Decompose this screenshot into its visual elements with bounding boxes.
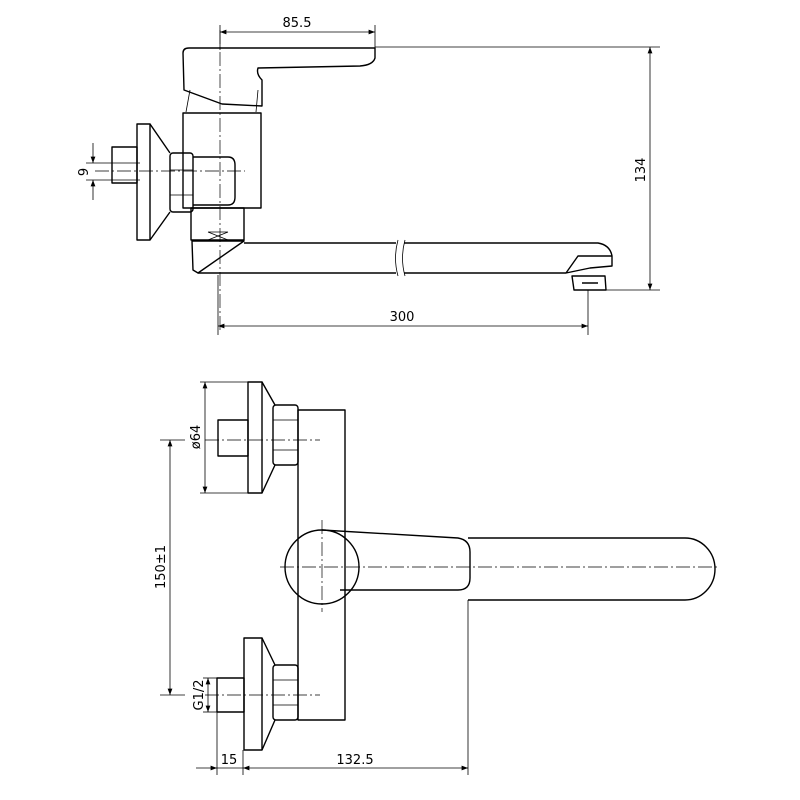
break-line bbox=[395, 239, 406, 277]
wall-flange bbox=[136, 123, 151, 241]
upper-nut bbox=[272, 404, 299, 466]
dim-pipe-depth-label: 15 bbox=[221, 753, 238, 768]
spout-collar bbox=[190, 207, 245, 241]
dim-handle-label: 85.5 bbox=[283, 16, 312, 31]
lower-flange bbox=[243, 637, 263, 751]
aerator bbox=[571, 275, 607, 291]
dim-length-label: 300 bbox=[390, 310, 415, 325]
upper-flange bbox=[247, 381, 263, 494]
dim-height-label: 134 bbox=[634, 158, 649, 183]
flange-cone bbox=[149, 123, 171, 241]
inlet-pipe bbox=[111, 146, 138, 184]
mixer-body bbox=[182, 112, 262, 209]
valve-cross-icon bbox=[207, 231, 229, 241]
top-view: ø64 150±1 G1/2 15 132.5 bbox=[154, 381, 720, 775]
mixer-body-top bbox=[297, 409, 346, 721]
upper-pipe bbox=[217, 419, 249, 457]
lever-handle bbox=[182, 47, 376, 107]
dim-pipe-label: 9 bbox=[77, 168, 92, 176]
hex-nut bbox=[169, 152, 194, 213]
spout-base bbox=[191, 240, 245, 274]
dim-spout-offset-label: 132.5 bbox=[336, 753, 373, 768]
dim-spacing-label: 150±1 bbox=[154, 545, 169, 589]
connector bbox=[193, 156, 236, 206]
lever-handle-top bbox=[321, 529, 471, 591]
spout bbox=[198, 242, 396, 274]
dim-flange-label: ø64 bbox=[189, 425, 204, 450]
spout-end bbox=[404, 242, 613, 274]
spout-top bbox=[468, 537, 716, 601]
lower-nut bbox=[272, 664, 299, 721]
dim-thread-label: G1/2 bbox=[192, 680, 207, 711]
side-view: 85.5 134 9 300 bbox=[77, 16, 660, 335]
